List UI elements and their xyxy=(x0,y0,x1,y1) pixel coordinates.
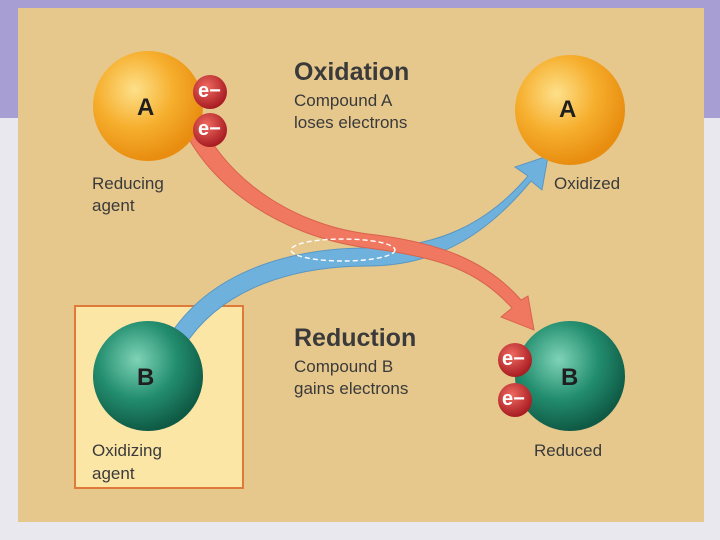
redox-diagram xyxy=(93,51,625,431)
electron-label: e− xyxy=(198,80,221,102)
compound-b-left-letter: B xyxy=(137,364,155,391)
electron-sphere xyxy=(498,383,532,417)
compound-a-right-letter: A xyxy=(559,96,577,123)
oxidizing-agent-label-line1: Oxidizing xyxy=(92,441,162,460)
electron-label: e− xyxy=(502,388,525,410)
reducing-agent-label-line2: agent xyxy=(92,196,135,215)
oxidation-desc-line1: Compound A xyxy=(294,91,393,110)
reducing-agent-label-line1: Reducing xyxy=(92,174,164,193)
crossing-ellipse xyxy=(290,238,396,262)
oxidation-title: Oxidation xyxy=(294,58,410,86)
compound-a-reducing-sphere xyxy=(93,51,203,161)
electron-sphere xyxy=(193,113,227,147)
electron-sphere xyxy=(193,75,227,109)
electron-sphere xyxy=(498,343,532,377)
compound-b-oxidizing-sphere xyxy=(93,321,203,431)
reduced-label: Reduced xyxy=(534,441,603,460)
electron-transfer-arrow-blue xyxy=(167,155,549,349)
reduction-desc-line2: gains electrons xyxy=(294,379,409,398)
oxidizing-agent-label-line2: agent xyxy=(92,464,135,483)
compound-b-right-letter: B xyxy=(561,364,579,391)
oxidized-label: Oxidized xyxy=(554,174,621,193)
compound-a-oxidized-sphere xyxy=(515,55,625,165)
oxidation-desc-line2: loses electrons xyxy=(294,113,408,132)
reduction-desc-line1: Compound B xyxy=(294,357,394,376)
electron-label: e− xyxy=(198,118,221,140)
reduction-title: Reduction xyxy=(294,324,417,352)
compound-a-left-letter: A xyxy=(137,94,155,121)
electron-label: e− xyxy=(502,348,525,370)
compound-b-reduced-sphere xyxy=(515,321,625,431)
electron-transfer-arrow-red xyxy=(177,109,535,331)
